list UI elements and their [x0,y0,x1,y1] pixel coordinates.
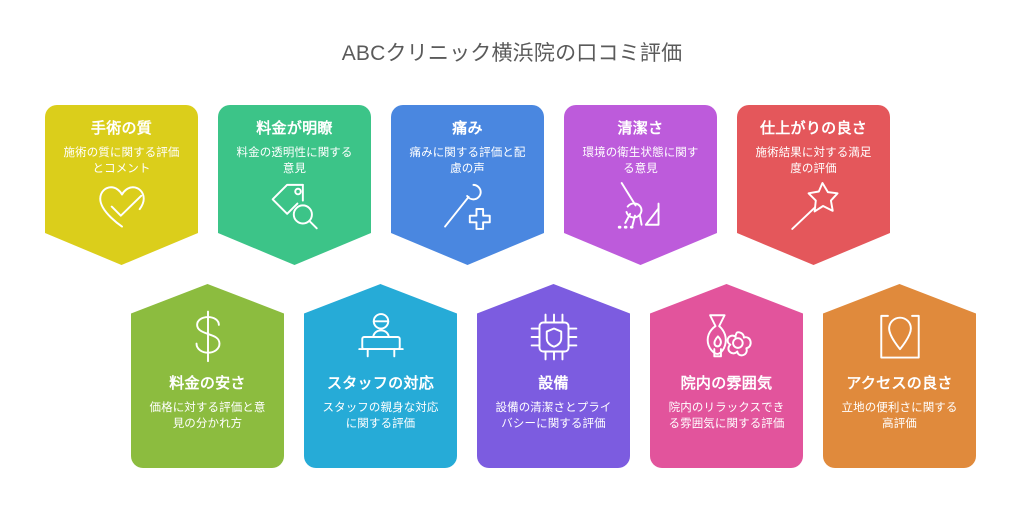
card-atmosphere[interactable]: 院内の雰囲気 院内のリラックスできる雰囲気に関する評価 [650,284,803,468]
card-description: 痛みに関する評価と配慮の声 [409,147,526,175]
card-title: 料金の安さ [169,375,246,392]
card-description: スタッフの親身な対応に関する評価 [322,402,439,430]
card-affordability[interactable]: 料金の安さ 価格に対する評価と意見の分かれ方 [131,284,284,468]
broom-dustpan-icon [612,177,670,235]
card-title: 仕上がりの良さ [759,120,868,137]
page-title: ABCクリニック横浜院の口コミ評価 [341,42,683,65]
card-title: スタッフの対応 [326,375,435,392]
map-pin-icon [871,308,929,366]
card-description: 院内のリラックスできる雰囲気に関する評価 [668,402,785,430]
card-title: 痛み [452,120,483,137]
card-description: 価格に対する評価と意見の分かれ方 [149,402,266,430]
card-access[interactable]: アクセスの良さ 立地の便利さに関する高評価 [823,284,976,468]
card-facilities[interactable]: 設備 設備の清潔さとプライバシーに関する評価 [477,284,630,468]
card-title: 清潔さ [617,120,664,137]
card-description: 施術の質に関する評価とコメント [63,147,180,175]
chip-shield-icon [525,308,583,366]
price-tag-search-icon [266,177,324,235]
card-title: 料金が明瞭 [256,120,333,137]
card-result-satisfaction[interactable]: 仕上がりの良さ 施術結果に対する満足度の評価 [737,105,890,265]
card-price-transparency[interactable]: 料金が明瞭 料金の透明性に関する意見 [218,105,371,265]
heart-check-icon [93,177,151,235]
card-title: アクセスの良さ [846,375,953,392]
card-pain[interactable]: 痛み 痛みに関する評価と配慮の声 [391,105,544,265]
staff-reception-icon [352,308,410,366]
syringe-plus-icon [439,177,497,235]
aroma-lamp-flower-icon [698,308,756,366]
card-title: 院内の雰囲気 [680,375,773,392]
bottom-card-row: 料金の安さ 価格に対する評価と意見の分かれ方 スタッフの対応 スタッフの親身な対… [131,284,976,468]
card-description: 環境の衛生状態に関する意見 [582,147,699,175]
card-description: 設備の清潔さとプライバシーに関する評価 [495,402,612,430]
card-title: 設備 [538,375,569,392]
top-card-row: 手術の質 施術の質に関する評価とコメント 料金が明瞭 料金の透明性に関する意見 [45,105,890,265]
card-description: 施術結果に対する満足度の評価 [755,147,872,175]
card-title: 手術の質 [90,120,153,137]
magic-wand-icon [785,177,843,235]
card-cleanliness[interactable]: 清潔さ 環境の衛生状態に関する意見 [564,105,717,265]
card-description: 立地の便利さに関する高評価 [841,402,958,430]
dollar-sign-icon [179,308,237,366]
card-surgery-quality[interactable]: 手術の質 施術の質に関する評価とコメント [45,105,198,265]
card-description: 料金の透明性に関する意見 [236,147,353,175]
card-staff-service[interactable]: スタッフの対応 スタッフの親身な対応に関する評価 [304,284,457,468]
